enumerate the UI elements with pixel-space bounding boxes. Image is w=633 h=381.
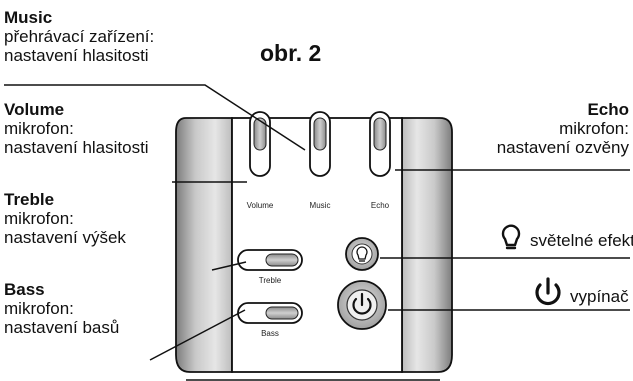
volume-line-1: mikrofon: bbox=[4, 119, 74, 138]
bass-line-2: nastavení basů bbox=[4, 318, 120, 337]
music-leader bbox=[4, 84, 306, 151]
music-callout: Music přehrávací zařízení: nastavení hla… bbox=[4, 8, 154, 65]
echo-line-1: mikrofon: bbox=[559, 119, 629, 138]
bass-title: Bass bbox=[4, 280, 45, 299]
bass-leader bbox=[149, 309, 246, 361]
volume-line-2: nastavení hlasitosti bbox=[4, 138, 149, 157]
lightbulb-icon bbox=[501, 224, 521, 250]
echo-line-2: nastavení ozvěny bbox=[496, 138, 629, 157]
echo-callout: Echo mikrofon: nastavení ozvěny bbox=[497, 100, 629, 157]
bass-slider-label: Bass bbox=[261, 329, 279, 338]
bass-callout: Bass mikrofon: nastavení basů bbox=[4, 280, 119, 337]
music-line-2: nastavení hlasitosti bbox=[4, 46, 149, 65]
light-effects-label: světelné efekty bbox=[530, 231, 633, 250]
volume-slider[interactable] bbox=[249, 111, 271, 177]
light-effects-button[interactable] bbox=[345, 237, 379, 271]
right-side-panel bbox=[401, 117, 453, 373]
bass-slider[interactable] bbox=[237, 302, 303, 324]
music-slider-label: Music bbox=[310, 201, 331, 210]
music-line-1: přehrávací zařízení: bbox=[4, 27, 155, 46]
music-slider[interactable] bbox=[309, 111, 331, 177]
power-button[interactable] bbox=[337, 280, 387, 330]
treble-line-2: nastavení výšek bbox=[4, 228, 126, 247]
treble-callout: Treble mikrofon: nastavení výšek bbox=[4, 190, 126, 247]
figure-label: obr. 2 bbox=[260, 40, 322, 66]
treble-leader bbox=[211, 261, 247, 271]
power-label: vypínač bbox=[570, 287, 629, 306]
treble-line-1: mikrofon: bbox=[4, 209, 74, 228]
left-side-panel bbox=[175, 117, 233, 373]
leader-lines bbox=[4, 84, 630, 361]
treble-title: Treble bbox=[4, 190, 55, 209]
power-icon bbox=[535, 277, 561, 306]
echo-slider[interactable] bbox=[369, 111, 391, 177]
treble-slider-label: Treble bbox=[259, 276, 282, 285]
treble-slider[interactable] bbox=[237, 249, 303, 271]
volume-slider-label: Volume bbox=[247, 201, 274, 210]
power-icon bbox=[352, 297, 372, 315]
music-title: Music bbox=[4, 8, 53, 27]
echo-title: Echo bbox=[587, 100, 629, 119]
bass-line-1: mikrofon: bbox=[4, 299, 74, 318]
volume-callout: Volume mikrofon: nastavení hlasitosti bbox=[4, 100, 149, 157]
volume-title: Volume bbox=[4, 100, 65, 119]
echo-slider-label: Echo bbox=[371, 201, 390, 210]
lightbulb-icon bbox=[356, 246, 368, 260]
